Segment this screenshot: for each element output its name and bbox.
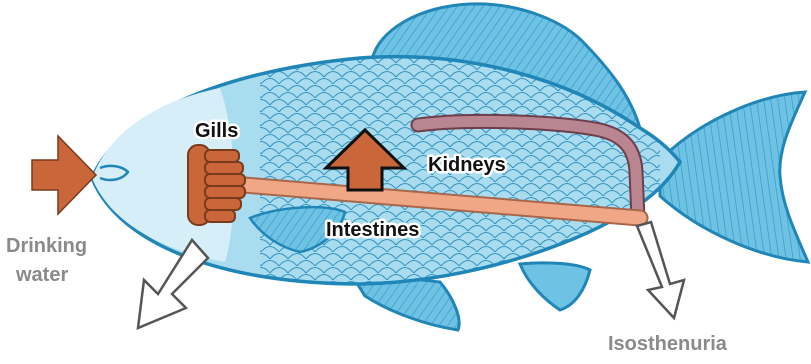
kidneys-label: Kidneys — [428, 154, 506, 176]
gill-efflux-arrow — [138, 240, 208, 328]
gills-label: Gills — [195, 120, 238, 142]
isosthenuria-label: Isosthenuria — [608, 333, 728, 355]
urine-arrow — [637, 222, 684, 318]
intestines-label: Intestines — [326, 219, 419, 241]
anal-fin — [520, 263, 590, 310]
drinking-water-label-line1: Drinking — [6, 235, 87, 257]
drinking-arrow — [32, 136, 96, 214]
drinking-water-label-line2: water — [15, 264, 68, 286]
